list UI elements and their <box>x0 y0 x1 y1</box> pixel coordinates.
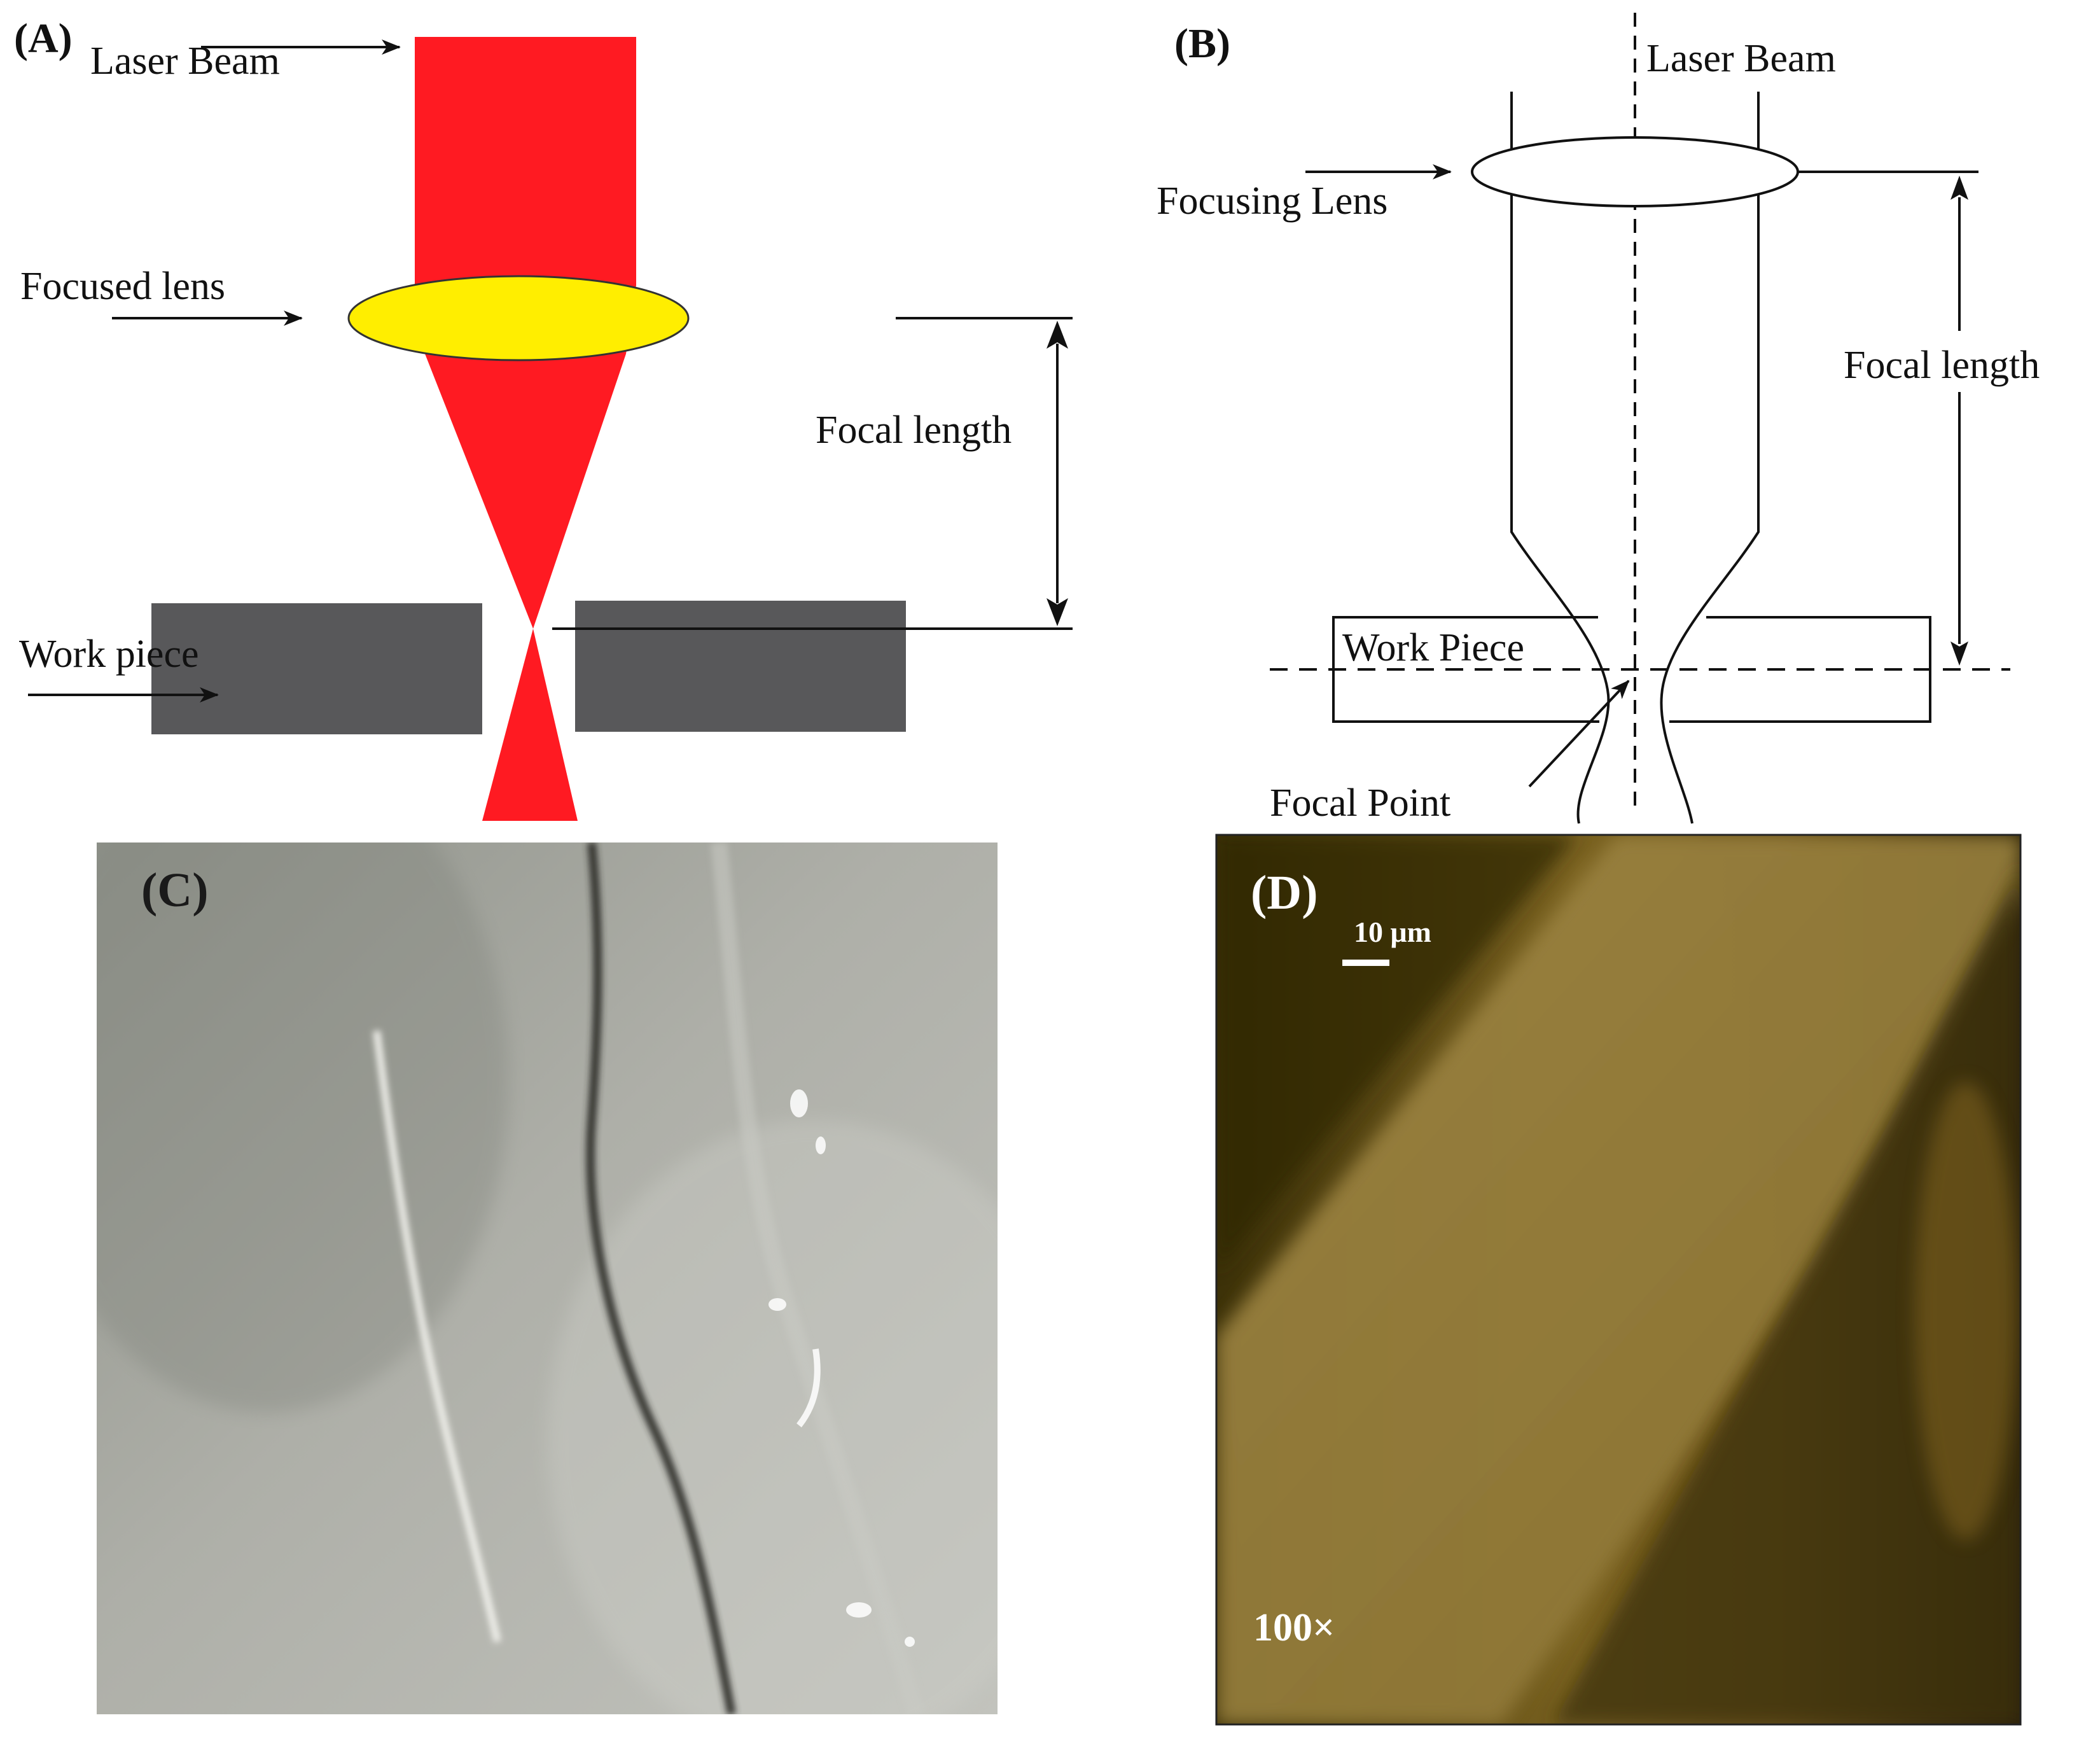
focusing-lens <box>1471 136 1799 207</box>
focused-lens <box>347 275 690 361</box>
focal-length-label-b: Focal length <box>1844 344 2040 387</box>
laser-beam-column <box>415 37 636 285</box>
scale-bar <box>1342 960 1389 966</box>
panel-a: (A) Laser Beam Focused lens Work piece F… <box>14 15 1073 821</box>
magnification-label: 100× <box>1253 1606 1335 1649</box>
dimension-arrowhead-down-a <box>1047 598 1068 626</box>
panel-d: (D) 10 μm 100× <box>1215 834 2022 1726</box>
photo-c-dark-cut-line <box>586 843 736 1714</box>
focal-point-label: Focal Point <box>1270 781 1450 825</box>
panel-d-label: (D) <box>1251 866 1318 919</box>
photo-d-micrograph <box>1216 835 2020 1724</box>
work-piece-label-a: Work piece <box>19 633 198 676</box>
panel-b-label: (B) <box>1174 20 1230 67</box>
work-piece-left <box>151 603 482 734</box>
work-piece-label-b: Work Piece <box>1342 626 1524 669</box>
focused-lens-label: Focused lens <box>20 265 225 308</box>
converging-beam-cone <box>415 285 636 629</box>
panel-c: (C) <box>97 843 998 1714</box>
beam-outline-right <box>1660 92 1760 824</box>
beam-outline-left <box>1510 92 1610 824</box>
panel-c-label: (C) <box>141 864 209 917</box>
focal-point-arrow <box>1528 680 1630 788</box>
dimension-arrowhead-up-b <box>1950 176 1968 200</box>
photo-c-highlights <box>768 1089 915 1647</box>
dimension-arrowhead-down-b <box>1950 641 1968 666</box>
photo-c-groove <box>711 843 924 1714</box>
scale-bar-label: 10 μm <box>1354 916 1431 948</box>
focal-length-label-bg <box>1841 331 2092 392</box>
dimension-arrowhead-up-a <box>1047 321 1068 349</box>
photo-c-surface <box>97 843 998 1714</box>
photo-c-bright-reflection <box>373 1030 501 1643</box>
work-piece-right <box>575 601 906 732</box>
panel-a-label: (A) <box>14 15 73 62</box>
diverging-beam-cone <box>482 629 578 821</box>
laser-beam-label-b: Laser Beam <box>1646 37 1836 80</box>
focusing-lens-label: Focusing Lens <box>1157 179 1387 223</box>
focal-length-label-a: Focal length <box>816 409 1012 452</box>
photo-d-bright-band <box>1216 835 2020 1724</box>
panel-b: (B) Focal length Laser Beam Focusing Len… <box>1157 13 2092 825</box>
